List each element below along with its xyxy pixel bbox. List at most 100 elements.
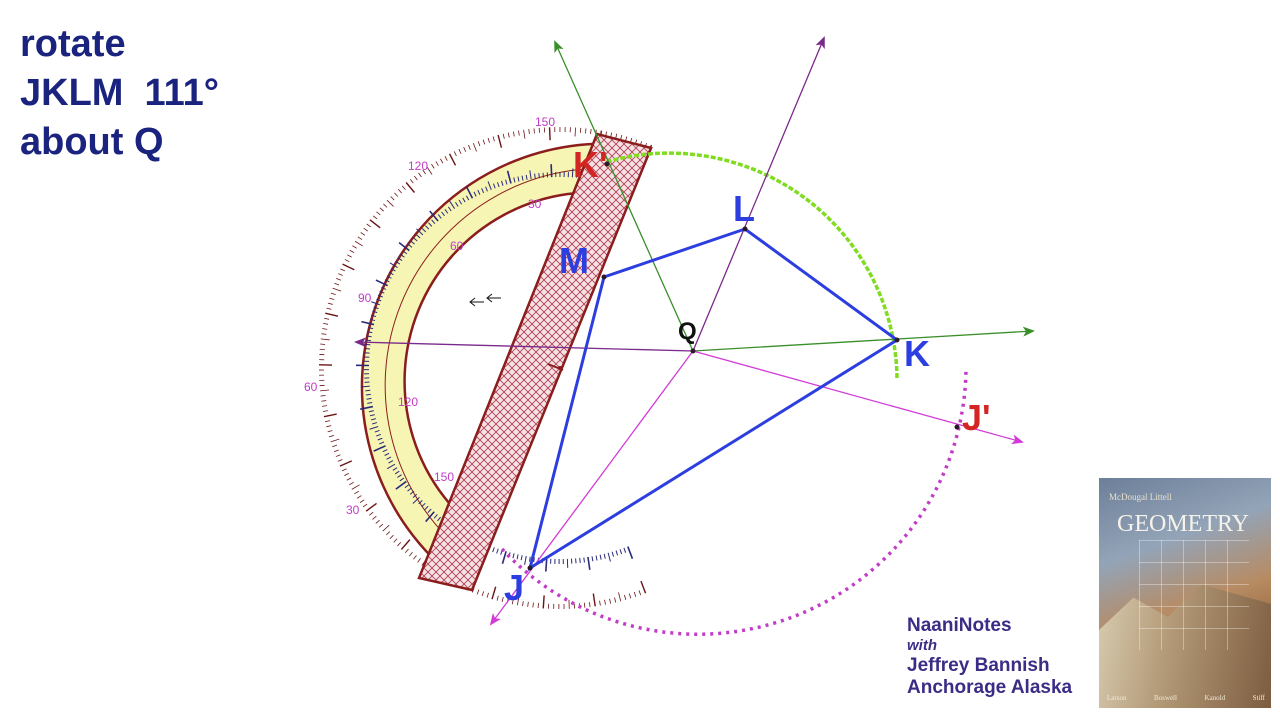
protractor-outer-tick (344, 259, 350, 263)
point-j (527, 565, 533, 571)
protractor-inner-tick (487, 181, 492, 190)
protractor-outer-tick (386, 199, 394, 207)
protractor-outer-tick (357, 495, 362, 499)
outer-label-30: 30 (346, 503, 360, 517)
inner-label-150: 150 (434, 470, 454, 484)
protractor-outer-tick (365, 502, 377, 512)
protractor-outer-tick (324, 420, 331, 423)
protractor-inner-tick (395, 480, 407, 490)
protractor-outer-tick (332, 444, 338, 448)
protractor-outer-tick (383, 203, 388, 208)
protractor-outer-tick (378, 523, 384, 528)
protractor-inner-tick (525, 174, 528, 180)
protractor-inner-tick (377, 294, 383, 298)
protractor-outer-tick (548, 127, 551, 141)
ray-q-up-purple (692, 36, 825, 352)
protractor-outer-tick (326, 425, 332, 428)
protractor-inner-tick (447, 206, 452, 212)
protractor-outer-tick (496, 595, 499, 601)
protractor-inner-tick (421, 228, 427, 233)
protractor-outer-tick (341, 468, 347, 472)
protractor-outer-tick (448, 153, 457, 166)
protractor-outer-tick (458, 149, 462, 154)
protractor-outer-tick (542, 595, 545, 609)
protractor-inner-tick (534, 173, 536, 179)
protractor-inner-tick (587, 556, 591, 570)
protractor-inner-tick (545, 558, 548, 572)
protractor-ruler (417, 132, 653, 592)
protractor-outer-tick (376, 211, 381, 216)
protractor-outer-tick (346, 477, 352, 481)
cover-grid-overlay (1139, 540, 1249, 650)
protractor-inner-tick (389, 262, 398, 268)
protractor-inner-tick (431, 219, 436, 224)
credit-location: Anchorage Alaska (907, 677, 1073, 698)
protractor-outer-tick (340, 268, 346, 272)
protractor-outer-tick (332, 287, 342, 292)
protractor-outer-tick (321, 333, 327, 335)
protractor-outer-tick (359, 499, 365, 503)
protractor-inner-tick (623, 547, 627, 553)
inner-label-60: 60 (450, 239, 464, 253)
protractor-inner-tick (386, 275, 392, 279)
protractor-inner-tick (615, 550, 619, 556)
protractor-inner-tick (412, 493, 418, 498)
protractor-outer-tick (344, 473, 350, 476)
credit-channel: NaaniNotes (907, 615, 1012, 636)
outer-label-90: 90 (358, 291, 372, 305)
protractor-outer-tick (405, 182, 415, 193)
protractor-inner-tick (513, 177, 516, 183)
protractor-outer-tick (366, 223, 372, 228)
protractor-outer-tick (502, 133, 505, 139)
protractor-outer-tick (476, 589, 480, 595)
protractor-inner-tick (379, 290, 385, 294)
protractor-outer-tick (523, 129, 526, 139)
protractor-outer-tick (379, 207, 384, 212)
protractor-inner-tick (449, 200, 456, 209)
protractor-outer-tick (329, 297, 335, 300)
protractor-inner-tick (407, 243, 413, 248)
cover-authors: Larson Boswell Kanold Stiff (1107, 694, 1265, 702)
cover-publisher: McDougal Littell (1109, 492, 1172, 502)
point-l (742, 226, 748, 232)
cover-author: Kanold (1204, 694, 1226, 702)
protractor-outer-tick (413, 175, 418, 181)
protractor-outer-tick (327, 302, 333, 305)
protractor-inner-tick (429, 210, 439, 222)
protractor-outer-tick (335, 454, 341, 457)
protractor-inner-tick (394, 470, 400, 475)
protractor-inner-tick (388, 271, 394, 276)
protractor-outer-tick (417, 558, 421, 563)
protractor-inner-tick (402, 250, 408, 255)
instruction-title: rotate JKLM 111° about Q (20, 20, 219, 167)
protractor-inner-tick (424, 225, 430, 230)
outer-label-150: 150 (535, 115, 555, 129)
point-m (601, 274, 607, 280)
protractor-outer-tick (325, 312, 339, 317)
protractor-outer-tick (354, 240, 363, 247)
protractor-outer-tick (342, 263, 355, 271)
protractor-outer-tick (533, 128, 535, 134)
protractor-inner-tick (377, 437, 383, 441)
protractor-outer-tick (357, 236, 363, 240)
protractor-inner-tick (418, 500, 423, 505)
protractor-outer-tick (334, 282, 340, 286)
protractor-inner-tick (462, 197, 466, 203)
protractor-inner-tick (365, 339, 372, 342)
protractor-outer-tick (618, 592, 622, 602)
protractor-outer-tick (390, 196, 395, 201)
protractor-outer-tick (633, 591, 637, 597)
protractor-inner-tick (571, 168, 574, 178)
protractor-inner-tick (524, 555, 527, 565)
protractor-outer-tick (347, 254, 352, 258)
protractor-outer-tick (400, 539, 411, 550)
ray-q-to-jprime-magenta (692, 350, 1024, 445)
protractor-inner-tick (413, 237, 418, 242)
protractor-outer-tick (640, 580, 647, 594)
protractor-inner-tick (437, 214, 442, 219)
protractor-outer-tick (592, 593, 596, 607)
protractor-outer-tick (389, 534, 394, 540)
protractor-outer-tick (337, 459, 343, 462)
protractor-outer-tick (599, 600, 601, 606)
protractor-inner-tick (360, 405, 374, 410)
